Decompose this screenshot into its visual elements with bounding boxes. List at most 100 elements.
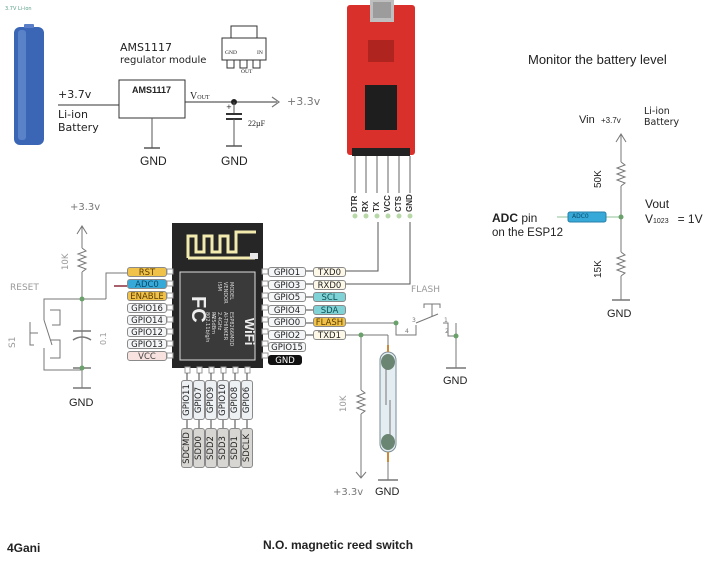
bottom-pin-gpio-label: GPIO11 [182, 384, 192, 416]
esp-bottom-pin-sdclk: SDCLK [241, 428, 253, 468]
ftdi-pin-cts: CTS [394, 196, 403, 212]
bottom-pin-sd-label: SDD2 [206, 436, 216, 460]
esp-pin-tag-sda: SDA [313, 304, 346, 316]
reed-supply: +3.3v [333, 487, 364, 498]
esp12-value-line: ESP8266MOD [228, 312, 234, 347]
battery-caption: 3.7V Li-ion [5, 6, 32, 12]
battery-monitor-title: Monitor the battery level [528, 52, 667, 67]
flash-pin-3: 3 [412, 317, 416, 324]
esp-pin-tag-flash: FLASH [313, 317, 346, 328]
regulator-title: AMS1117 [120, 41, 172, 54]
battery-label-line2: Battery [58, 121, 99, 134]
esp-pin-tag-txd0: TXD0 [313, 267, 346, 278]
esp-pin-gpio13: GPIO13 [127, 339, 167, 350]
ftdi-header-pins [354, 156, 411, 193]
battery-image [14, 24, 44, 145]
esp-bottom-pin-gpio7: GPIO7 [193, 380, 205, 420]
esp-bottom-pin-gpio10: GPIO10 [217, 380, 229, 420]
monitor-battery-line2: Battery [644, 117, 680, 128]
ftdi-pin-gnd: GND [405, 194, 414, 212]
esp-pin-gpio5: GPIO5 [268, 292, 306, 303]
vout-symbol: V [190, 91, 198, 102]
v-symbol: V [645, 212, 654, 226]
adc-rest: pin [518, 211, 538, 225]
esp-pin-tag-rxd0: RXD0 [313, 279, 346, 291]
esp-bottom-pin-gpio8: GPIO8 [229, 380, 241, 420]
ams1117-chip-label: AMS1117 [132, 85, 172, 95]
reset-capacitor-label: 0.1 [99, 332, 108, 345]
flash-pin-1: 1 [444, 317, 448, 324]
esp12-value-line: +25dBm [210, 312, 216, 335]
esp12-model-line: MODEL [228, 282, 234, 301]
esp-pin-enable: ENABLE [127, 291, 167, 302]
reed-switch [379, 345, 397, 462]
esp-pin-gpio2: GPIO2 [268, 329, 306, 341]
vin-label: Vin [579, 114, 595, 126]
footer-caption: N.O. magnetic reed switch [263, 538, 414, 552]
vout-subscript: OUT [197, 95, 210, 101]
v-equation: = 1V [677, 212, 703, 226]
bottom-pin-sd-label: SDCMD [182, 432, 192, 464]
esp12-model-line: ISM [216, 282, 222, 291]
gnd-capacitor: GND [221, 154, 248, 168]
resistor-15k: 15K [593, 260, 604, 278]
wire-rxd0 [346, 222, 411, 285]
flash-pin-4: 4 [405, 328, 409, 335]
adc0-tag-text: ADC0 [572, 213, 589, 220]
esp12-model-line: VENDOR [222, 282, 228, 304]
vout-monitor-label: Vout [645, 197, 670, 211]
capacitor-22uf: 22µF [248, 119, 266, 128]
regulator-output-voltage: +3.3v [287, 95, 321, 108]
resistor-50k: 50K [593, 170, 604, 188]
esp-bottom-pin-sdd3: SDD3 [217, 428, 229, 468]
esp-pin-gpio0: GPIO0 [268, 317, 306, 328]
regulator-subtitle: regulator module [120, 55, 207, 66]
bottom-pin-gpio-label: GPIO7 [194, 386, 204, 414]
esp-pin-adc0: ADC0 [127, 279, 167, 290]
esp-bottom-pin-sdd0: SDD0 [193, 428, 205, 468]
esp-pin-gpio12: GPIO12 [127, 327, 167, 338]
esp-pin-gpio3: GPIO3 [268, 279, 306, 291]
switch-s1-label: S1 [8, 336, 18, 348]
v-subscript: 1023 [653, 218, 669, 225]
esp-bottom-pin-gpio9: GPIO9 [205, 380, 217, 420]
esp12-right-connectors [306, 270, 313, 336]
bottom-pin-gpio-label: GPIO8 [230, 386, 240, 414]
flash-gnd: GND [443, 375, 468, 387]
esp-pin-gpio1: GPIO1 [268, 267, 306, 278]
esp-pin-gpio4: GPIO4 [268, 304, 306, 316]
esp-bottom-pin-sdd1: SDD1 [229, 428, 241, 468]
battery-label-line1: Li-ion [58, 108, 88, 121]
gnd-regulator: GND [140, 154, 167, 168]
esp12-left-stubs [166, 268, 174, 359]
bottom-pin-sd-label: SDD3 [218, 436, 228, 460]
flash-circuit-wires [346, 303, 466, 481]
flash-pin-2: 2 [445, 328, 449, 335]
bottom-pin-sd-label: SDD1 [230, 436, 240, 460]
esp12-model-line: 802.11b/g/n [204, 312, 210, 343]
esp-pin-gpio14: GPIO14 [127, 315, 167, 326]
esp-pin-tag-scl: SCL [313, 292, 346, 303]
flash-label: FLASH [411, 285, 441, 295]
wifi-logo: WiFi [242, 318, 257, 346]
adc-pin-desc: on the ESP12 [492, 227, 563, 239]
package-pin-gnd: GND [225, 50, 237, 56]
reset-resistor-10k: 10K [61, 253, 71, 270]
battery-voltage-label: +3.7v [58, 88, 92, 101]
bottom-pin-gpio-label: GPIO6 [242, 386, 252, 414]
esp-pin-gpio15: GPIO15 [268, 342, 306, 353]
adc0-resistor-tag [567, 211, 607, 223]
esp-bottom-pin-sdd2: SDD2 [205, 428, 217, 468]
ftdi-pin-dtr: DTR [350, 195, 359, 212]
reset-supply: +3.3v [70, 202, 101, 213]
esp-pin-vcc: VCC [127, 351, 167, 362]
v1023-label: V1023 = 1V [645, 213, 703, 225]
bottom-pin-gpio-label: GPIO10 [218, 384, 228, 416]
arrow-icon [271, 96, 281, 108]
bottom-pin-sd-label: SDCLK [242, 433, 252, 463]
sot223-package [221, 25, 267, 69]
package-pin-in: IN [257, 50, 263, 56]
ams1117-box [118, 79, 186, 119]
esp-bottom-pin-gpio11: GPIO11 [181, 380, 193, 420]
